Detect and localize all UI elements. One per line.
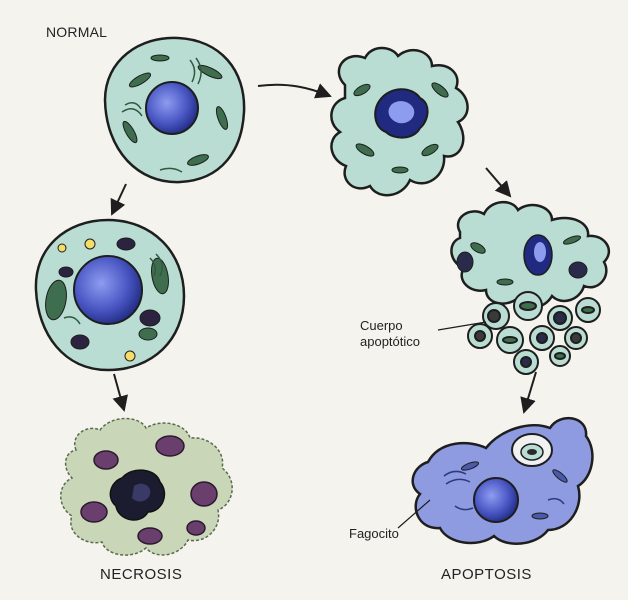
necrotic-cell xyxy=(61,419,232,556)
arrow-normal-to-necrosis xyxy=(112,184,126,214)
label-normal: NORMAL xyxy=(46,24,107,40)
arrow-normal-to-apoptosis xyxy=(258,85,330,96)
label-apoptotic-body-line1: Cuerpo xyxy=(360,318,420,334)
arrow-necrosis-1-to-2 xyxy=(114,374,124,410)
swollen-cell-nucleus xyxy=(74,256,142,324)
normal-cell xyxy=(105,38,244,182)
arrow-apoptosis-2-to-phagocyte xyxy=(524,372,536,412)
label-phagocyte: Fagocito xyxy=(349,526,399,541)
phagocyte-cell xyxy=(413,418,593,544)
label-apoptosis: APOPTOSIS xyxy=(441,566,532,583)
arrow-apoptosis-1-to-2 xyxy=(486,168,510,196)
label-apoptotic-body-line2: apoptótico xyxy=(360,334,420,350)
phagocyte-nucleus xyxy=(474,478,518,522)
label-apoptotic-body: Cuerpo apoptótico xyxy=(360,318,420,350)
label-necrosis: NECROSIS xyxy=(100,566,182,583)
fragment-nucleus-3 xyxy=(569,262,587,278)
necrosis-stage-1-cell xyxy=(36,220,184,370)
normal-cell-nucleus xyxy=(146,82,198,134)
fragment-nucleus-2 xyxy=(457,252,473,272)
apoptosis-stage-1-cell xyxy=(331,48,467,195)
apoptotic-bodies xyxy=(468,292,600,374)
